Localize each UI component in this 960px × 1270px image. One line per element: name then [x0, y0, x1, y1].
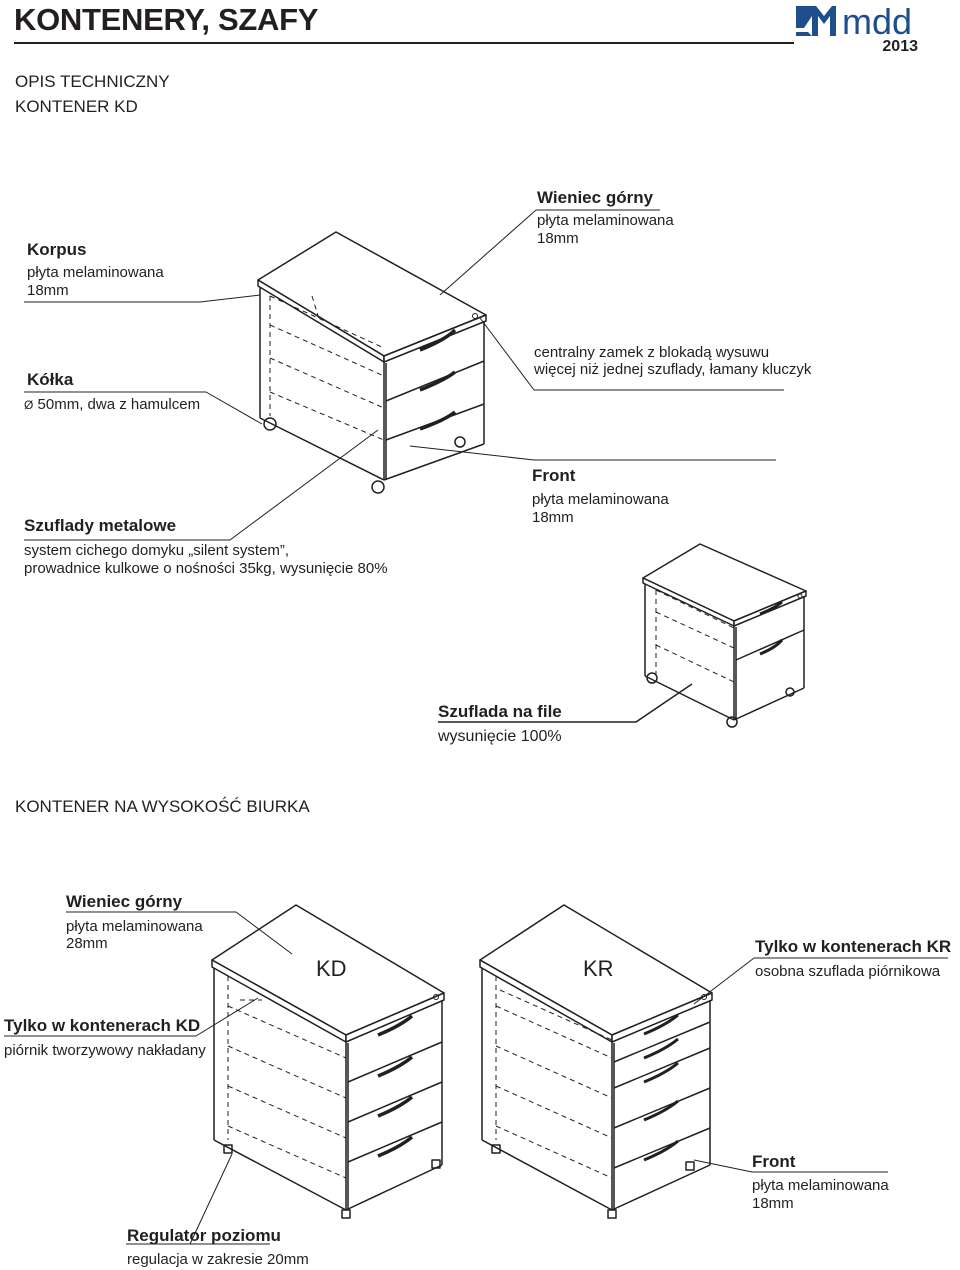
kd-label: KD: [316, 956, 347, 981]
kolka-line1: Ø 50mm, dwa z hamulcem: [24, 396, 200, 414]
wieniec-line1: płyta melaminowana: [537, 212, 674, 229]
kr-only-title: Tylko w kontenerach KR: [755, 937, 952, 956]
logo-mark-icon: [796, 6, 836, 36]
korpus-title: Korpus: [27, 240, 87, 259]
container-kd-drawing: [257, 231, 487, 494]
front2-title: Front: [752, 1152, 796, 1171]
kolka-text: 50mm, dwa z hamulcem: [37, 396, 201, 413]
wieniec-line2: 18mm: [537, 230, 579, 247]
wieniec-title: Wieniec górny: [537, 188, 654, 207]
kd-only-line1: piórnik tworzywowy nakładany: [4, 1042, 206, 1059]
front2-line2: 18mm: [752, 1195, 794, 1212]
szuflady-title: Szuflady metalowe: [24, 516, 177, 535]
file-line1: wysunięcie 100%: [438, 728, 562, 745]
mdd-logo: mdd: [794, 1, 924, 47]
korpus-line2: 18mm: [27, 282, 69, 299]
page-title: KONTENERY, SZAFY: [14, 2, 319, 37]
wieniec2-line2: 28mm: [66, 935, 108, 952]
zamek-line2: więcej niż jednej szuflady, łamany klucz…: [534, 361, 812, 378]
wieniec2-line1: płyta melaminowana: [66, 918, 203, 935]
regulator-title: Regulator poziomu: [127, 1226, 281, 1245]
front-line1: płyta melaminowana: [532, 491, 669, 508]
container-desk-kd-drawing: [211, 904, 445, 1219]
front-line2: 18mm: [532, 509, 574, 526]
korpus-line1: płyta melaminowana: [27, 264, 164, 281]
header-rule: [14, 42, 794, 44]
logo-text: mdd: [842, 2, 912, 42]
section-heading-desk: KONTENER NA WYSOKOŚĆ BIURKA: [15, 797, 310, 816]
szuflady-line1: system cichego domyku „silent system”,: [24, 542, 290, 559]
kd-only-title: Tylko w kontenerach KD: [4, 1016, 201, 1035]
front2-line1: płyta melaminowana: [752, 1177, 889, 1194]
diameter-icon: Ø: [24, 398, 34, 412]
regulator-line1: regulacja w zakresie 20mm: [127, 1251, 309, 1268]
kolka-title: Kółka: [27, 370, 74, 389]
wieniec2-title: Wieniec górny: [66, 892, 183, 911]
file-title: Szuflada na file: [438, 702, 562, 721]
section-heading-1: OPIS TECHNICZNY: [15, 72, 170, 91]
zamek-line1: centralny zamek z blokadą wysuwu: [534, 344, 770, 361]
year-label: 2013: [882, 38, 918, 55]
container-file-drawing: [438, 543, 807, 728]
kr-label: KR: [583, 956, 614, 981]
section-heading-2: KONTENER KD: [15, 97, 138, 116]
kr-only-line1: osobna szuflada piórnikowa: [755, 963, 941, 980]
container-desk-kr-drawing: [479, 904, 713, 1219]
front-title: Front: [532, 466, 576, 485]
szuflady-line2: prowadnice kulkowe o nośności 35kg, wysu…: [24, 560, 388, 577]
